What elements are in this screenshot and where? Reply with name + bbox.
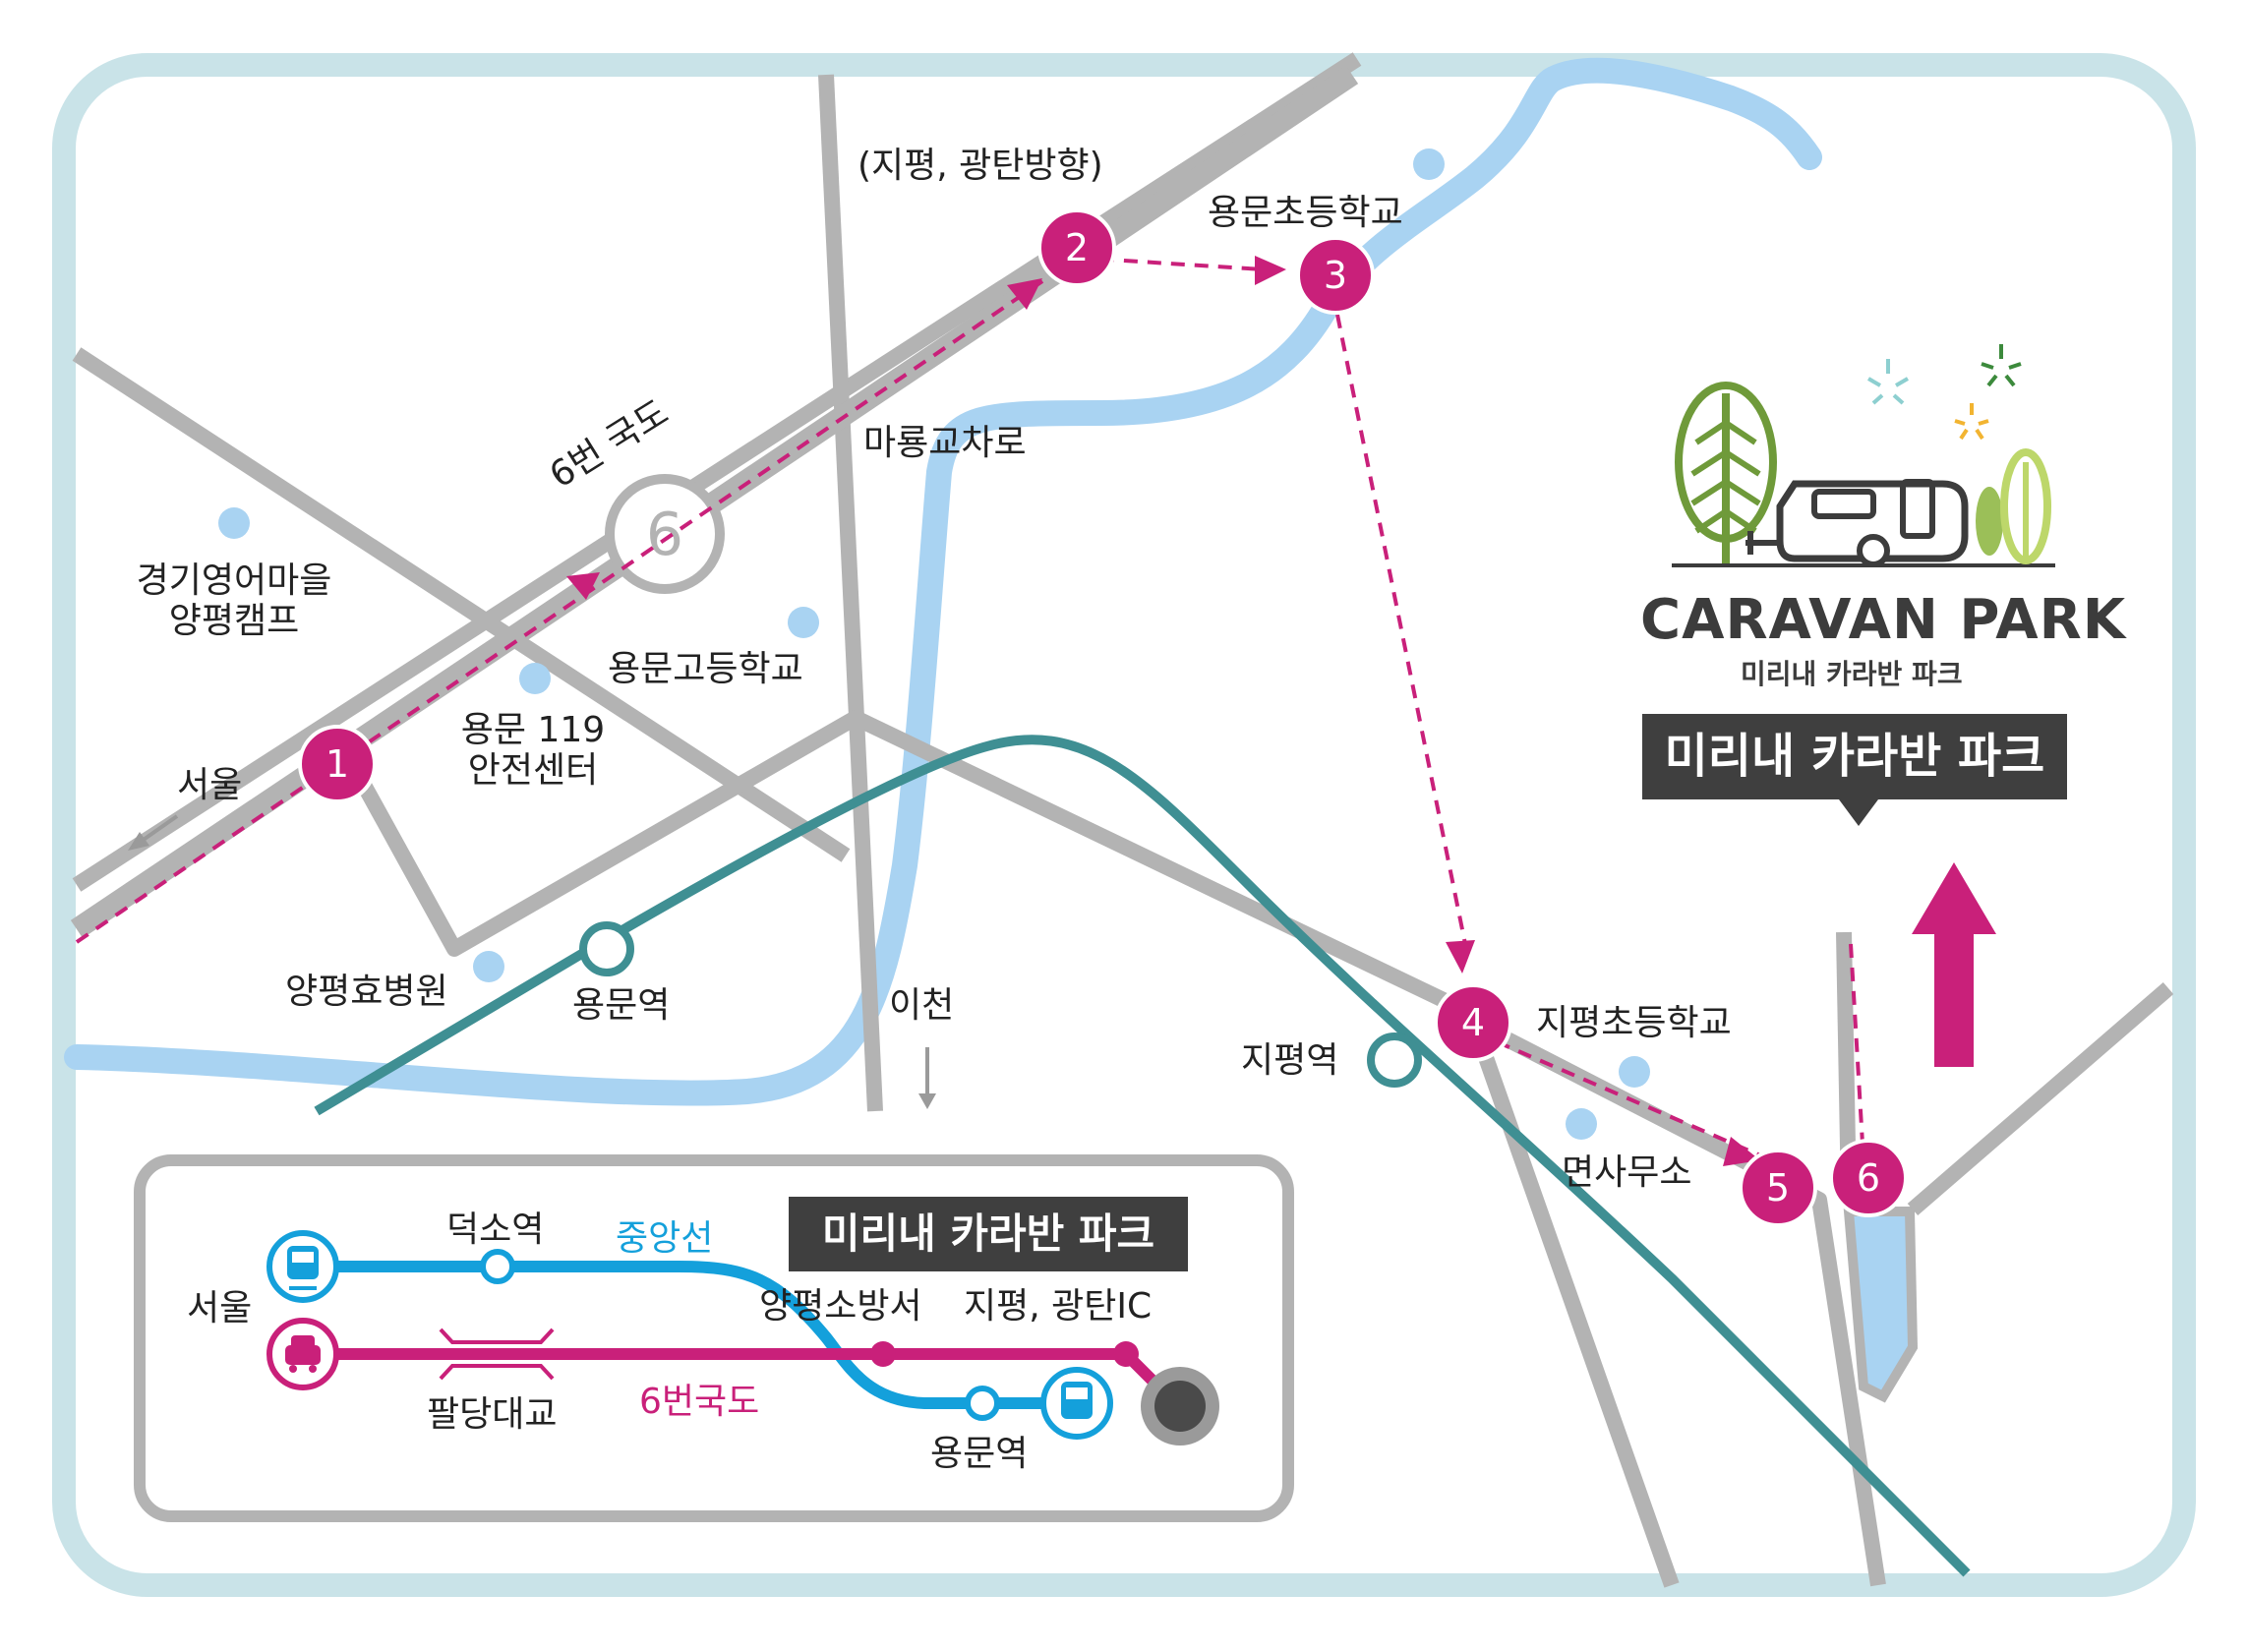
jipyeong-station-marker [1367, 1032, 1422, 1088]
yongmun-station-marker [579, 921, 634, 976]
inset-destination-badge: 미리내 카라반 파크 [789, 1197, 1188, 1271]
label-hospital: 양평효병원 [285, 972, 448, 1012]
route-marker-4: 4 [1434, 983, 1512, 1062]
label-myeon-office: 면사무소 [1562, 1152, 1692, 1193]
route-marker-6: 6 [1829, 1139, 1908, 1217]
river [64, 57, 1822, 1106]
inset-fire-station-marker [870, 1341, 896, 1367]
inset-destination-inner [1154, 1381, 1206, 1432]
inset-deokso-marker [480, 1249, 515, 1284]
paldang-bridge-icon [439, 1328, 555, 1381]
road-6-sign [605, 474, 725, 594]
roads [72, 52, 2174, 1588]
label-yongmun-elementary: 용문초등학교 [1208, 193, 1403, 233]
up-arrow-icon [1912, 862, 1996, 1067]
route-marker-5: 5 [1739, 1149, 1817, 1227]
reservoir [1843, 1207, 1919, 1403]
inset-label-road-6: 6번국도 [639, 1382, 760, 1422]
inset-label-paldang-bridge: 팔당대교 [427, 1394, 558, 1435]
train-icon [266, 1230, 339, 1303]
route-marker-2: 2 [1037, 208, 1116, 287]
road-6-number: 6 [646, 501, 683, 569]
label-seoul: 서울 [177, 765, 243, 805]
inset-yongmun-marker [965, 1386, 1000, 1421]
caravan-logo-art [1672, 344, 2055, 567]
route-arrows [566, 256, 1760, 1166]
route-marker-3: 3 [1296, 236, 1375, 315]
inset-label-deokso: 덕소역 [446, 1210, 545, 1250]
caravan-park-logo-title: CARAVAN PARK [1640, 588, 2127, 652]
badge-pointer [1839, 799, 1878, 826]
label-jipyeong-station: 지평역 [1241, 1040, 1339, 1081]
direction-arrows [128, 814, 936, 1109]
label-yongmun-high: 용문고등학교 [608, 649, 803, 689]
label-direction-jipyeong: (지평, 광탄방향) [858, 146, 1103, 186]
inset-label-seoul: 서울 [187, 1288, 253, 1328]
bus-icon [1040, 1367, 1113, 1440]
car-icon [266, 1318, 339, 1390]
label-jipyeong-elementary: 지평초등학교 [1536, 1003, 1732, 1043]
label-icheon: 이천 [889, 985, 955, 1026]
route-marker-1: 1 [298, 725, 377, 803]
landmark-dots [218, 148, 1650, 1140]
inset-jungang-line [305, 1261, 1082, 1409]
inset-label-yongmun-station: 용문역 [930, 1434, 1029, 1474]
label-marong-interchange: 마룡교차로 [863, 423, 1027, 463]
inset-label-jungang-line: 중앙선 [616, 1218, 714, 1259]
caravan-park-logo-subtitle: 미리내 카라반 파크 [1741, 658, 1963, 690]
inset-label-jipyeong-ic: 지평, 광탄IC [964, 1286, 1153, 1327]
inset-ic-marker [1113, 1341, 1139, 1367]
destination-badge: 미리내 카라반 파크 [1642, 714, 2067, 799]
railway [314, 735, 1971, 1577]
label-yongmun-station: 용문역 [572, 985, 671, 1026]
inset-label-fire-station: 양평소방서 [759, 1286, 922, 1327]
